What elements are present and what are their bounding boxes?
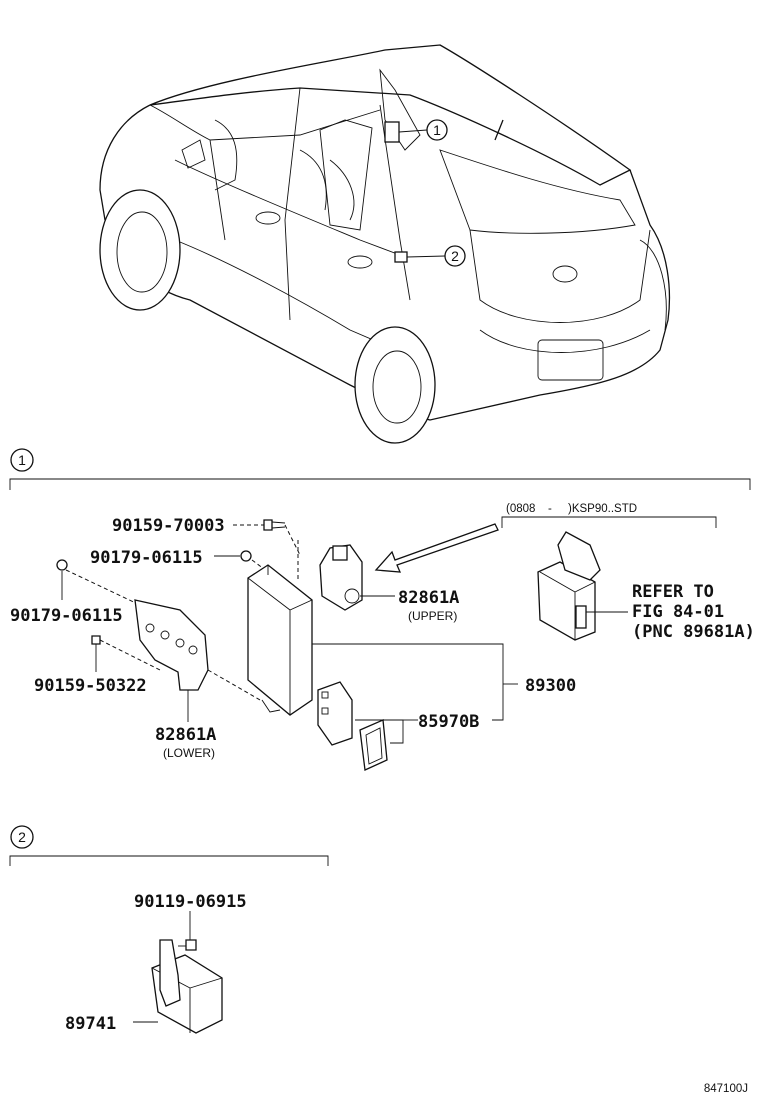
refer-to-line-1: REFER TO: [632, 582, 714, 602]
section-2: 2 90119-06915 89741: [9, 825, 329, 1034]
part-82861A-upper-sub: (UPPER): [408, 609, 457, 623]
section-2-marker: [10, 825, 34, 849]
refer-to-line-3: (PNC 89681A): [632, 622, 755, 642]
car-illustration: 1 2: [99, 44, 671, 444]
section-1-bracket: [9, 478, 751, 490]
refer-to-line-2: FIG 84-01: [632, 602, 724, 622]
part-90159-50322: 90159-50322: [34, 676, 147, 696]
part-90159-70003: 90159-70003: [112, 516, 225, 536]
car-callout-1-label: 1: [433, 122, 441, 138]
part-89300: 89300: [525, 676, 576, 696]
variant-range-end: )KSP90..STD: [568, 503, 637, 515]
section-1-number: 1: [18, 452, 26, 468]
direction-arrow: [374, 523, 499, 573]
section-2-number: 2: [18, 829, 26, 845]
car-callout-2: [444, 245, 466, 267]
section-2-bracket: [9, 855, 329, 866]
part-82861A-lower-sub: (LOWER): [163, 746, 215, 760]
car-callout-2-label: 2: [451, 248, 459, 264]
part-90179-06115-right: 90179-06115: [90, 548, 203, 568]
part-90179-06115-left: 90179-06115: [10, 606, 123, 626]
section-1-marker: [10, 448, 34, 472]
control-module-drawing: [247, 564, 313, 716]
lower-bracket-drawing: [134, 599, 209, 691]
variant-range-sep: -: [548, 503, 552, 515]
part-89741: 89741: [65, 1014, 116, 1034]
cover-a-drawing: [317, 681, 353, 746]
figure-code: 847100J: [704, 1083, 748, 1095]
part-90119-06915: 90119-06915: [134, 892, 247, 912]
part-82861A-lower: 82861A: [155, 725, 216, 745]
car-callout-1: [426, 119, 448, 141]
part-85970B: 85970B: [418, 712, 479, 732]
variant-range-start: (0808: [506, 503, 535, 515]
cover-b-drawing: [359, 719, 388, 771]
section-1: 1 (0808 - )KSP90..STD 90159-70003 90179-…: [9, 448, 755, 771]
part-82861A-upper: 82861A: [398, 588, 459, 608]
